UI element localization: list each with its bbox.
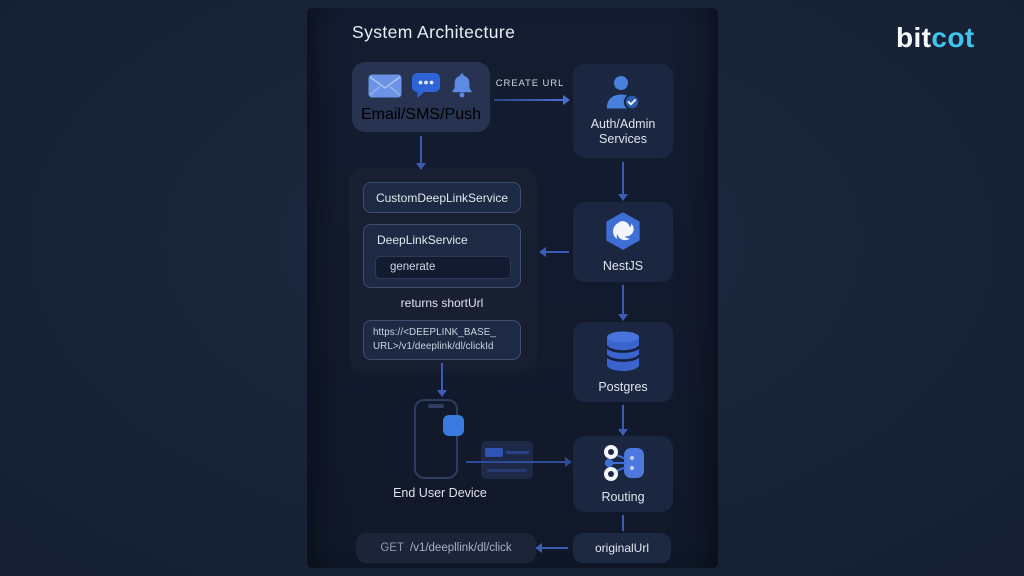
- arrow-postgres-to-routing: [618, 405, 628, 436]
- short-url-line1: https://<DEEPLINK_BASE_: [373, 327, 496, 338]
- node-postgres: Postgres: [573, 322, 673, 402]
- returns-shorturl-note: returns shortUrl: [400, 296, 484, 310]
- nestjs-icon: [602, 210, 644, 252]
- short-url-box: https://<DEEPLINK_BASE_ URL>/v1/deeplink…: [363, 320, 521, 360]
- arrow-email-to-deeplink-group: [416, 136, 426, 170]
- auth-label-line1: Auth/Admin: [590, 117, 656, 132]
- email-node-label: Email/SMS/Push: [360, 106, 482, 123]
- arrow-nestjs-to-postgres: [618, 285, 628, 321]
- phone-icon: [414, 399, 458, 479]
- card-chip: [485, 448, 503, 457]
- create-url-edge-label: CREATE URL: [495, 78, 565, 89]
- arrow-email-to-auth: [494, 95, 570, 105]
- custom-deeplink-label: CustomDeepLinkService: [375, 190, 509, 205]
- logo-text-cot: cot: [931, 22, 975, 53]
- logo-text-bit: bit: [896, 22, 932, 53]
- get-request-box: GET /v1/deepllink/dl/click: [356, 533, 536, 563]
- phone-notch: [428, 404, 444, 408]
- node-nestjs: NestJS: [573, 202, 673, 282]
- node-custom-deeplink-service: CustomDeepLinkService: [363, 182, 521, 213]
- arrow-device-to-routing: [466, 457, 572, 467]
- card-bar1: [506, 451, 529, 454]
- node-email-sms-push: Email/SMS/Push: [352, 62, 490, 132]
- app-icon: [443, 415, 464, 436]
- link-routing-to-originalurl: [622, 515, 624, 531]
- routing-icon: [600, 443, 646, 483]
- get-path-label: /v1/deepllink/dl/click: [410, 542, 512, 554]
- auth-node-label: Auth/Admin Services: [591, 117, 656, 147]
- list-card-icon: [481, 441, 533, 479]
- node-auth-admin: Auth/Admin Services: [573, 64, 673, 158]
- database-icon: [603, 329, 643, 373]
- arrow-nestjs-to-deeplink-group: [539, 247, 569, 257]
- arrow-auth-to-nestjs: [618, 162, 628, 201]
- bitcot-logo: bitcot: [896, 24, 975, 52]
- generate-method-chip: generate: [375, 256, 511, 279]
- deeplink-service-label: DeepLinkService: [377, 233, 468, 247]
- bell-icon: [450, 72, 474, 99]
- nestjs-label: NestJS: [602, 259, 644, 274]
- node-routing: Routing: [573, 436, 673, 512]
- original-url-pill: originalUrl: [573, 533, 671, 563]
- channel-icons: [368, 72, 474, 99]
- arrow-originalurl-to-get: [535, 543, 568, 553]
- chat-bubble-icon: [411, 72, 441, 99]
- arrow-shorturl-to-device: [437, 363, 447, 397]
- auth-label-line2: Services: [599, 132, 647, 146]
- short-url-line2: URL>/v1/deeplink/dl/clickId: [373, 341, 494, 352]
- original-url-label: originalUrl: [594, 541, 650, 555]
- user-shield-icon: [603, 75, 643, 111]
- end-user-device-label: End User Device: [393, 486, 487, 500]
- get-method-label: GET: [380, 542, 404, 554]
- routing-label: Routing: [601, 490, 645, 505]
- card-bar2: [487, 469, 527, 472]
- postgres-label: Postgres: [598, 380, 648, 395]
- envelope-icon: [368, 74, 402, 98]
- page-title: System Architecture: [352, 22, 516, 42]
- node-deeplink-service: DeepLinkService generate: [363, 224, 521, 288]
